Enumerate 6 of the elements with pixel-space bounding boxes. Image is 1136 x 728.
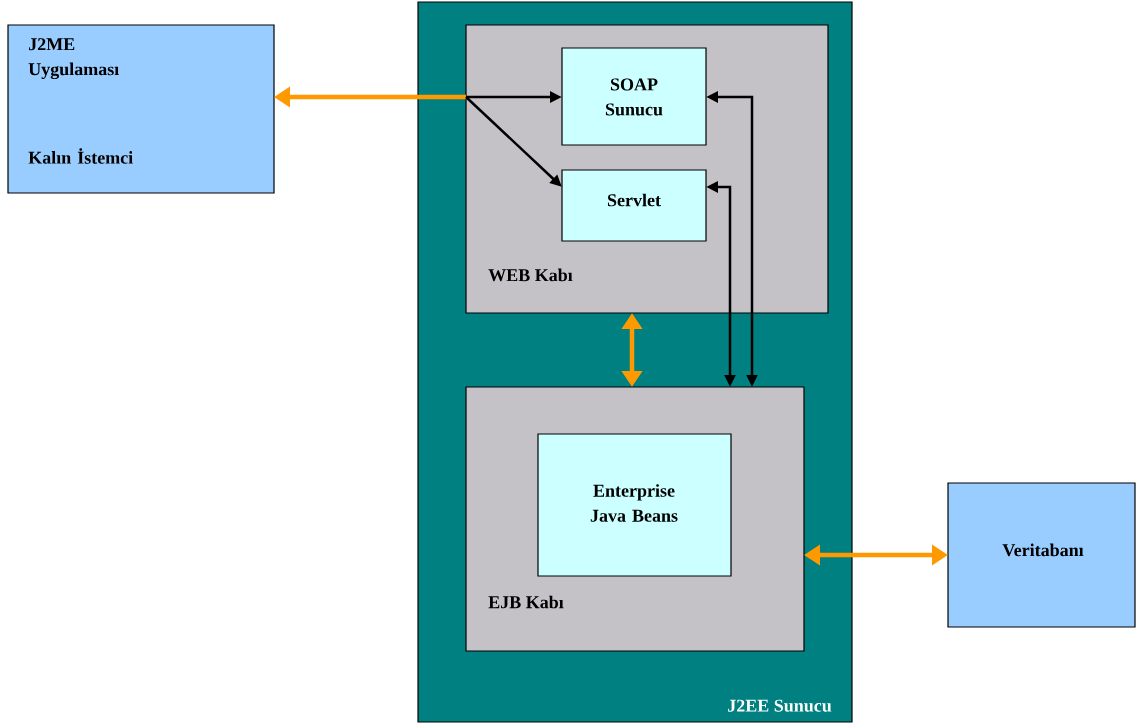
component-box: Enterprise Java Beans xyxy=(537,433,732,577)
arrow xyxy=(465,96,562,187)
component-box: Servlet xyxy=(561,169,707,242)
component-box: J2ME Uygulaması Kalın İstemci xyxy=(7,24,275,194)
component-box: SOAP Sunucu xyxy=(561,47,707,146)
component-box: Veritabanı xyxy=(947,482,1136,628)
